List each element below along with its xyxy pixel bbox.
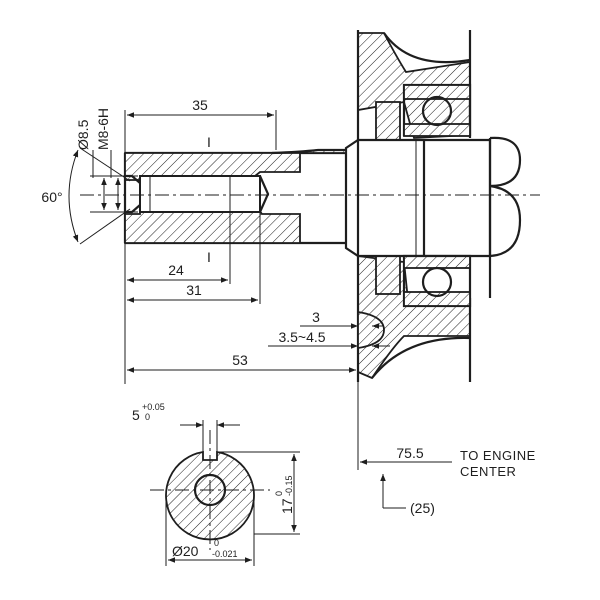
dimension-24: 24	[124, 212, 231, 384]
keyway-tol-upper: 0	[274, 491, 284, 496]
thread-spec-label: M8-6H	[95, 108, 111, 150]
section-marks: I I	[207, 134, 211, 265]
angle-dimension: 60°	[41, 147, 131, 245]
key-tol-lower: 0	[145, 412, 150, 422]
dimension-3-label: 3	[312, 309, 320, 325]
section-mark-bottom: I	[207, 249, 211, 265]
angle-label: 60°	[41, 189, 62, 205]
dimension-31-label: 31	[186, 282, 202, 298]
oil-seal	[375, 101, 401, 295]
thread-callout: Ø8.5 M8-6H	[75, 108, 138, 213]
dimension-range: 3.5~4.5	[268, 329, 390, 349]
dimension-3: 3	[300, 309, 385, 350]
shaft-tol-upper: 0	[214, 538, 219, 548]
dimension-35: 35	[124, 97, 277, 153]
dimension-range-label: 3.5~4.5	[278, 329, 325, 345]
engine-center-text-line2: CENTER	[460, 464, 516, 479]
engine-center-value: 75.5	[396, 445, 423, 461]
keyway-depth-label: 17	[279, 498, 295, 514]
dimension-31: 31	[127, 212, 261, 304]
thread-diameter-label: Ø8.5	[75, 119, 91, 150]
crankshaft-journal	[344, 138, 492, 258]
shaft-cross-section: 5 +0.05 0 17 0 -0.15 Ø20 0 -0.021	[132, 402, 300, 566]
engine-center-callout: 75.5 TO ENGINE CENTER (25)	[357, 382, 536, 516]
output-shaft	[80, 148, 540, 245]
shaft-tol-lower: -0.021	[212, 549, 238, 559]
ball-bearing	[402, 83, 472, 308]
dimension-53-label: 53	[232, 352, 248, 368]
paren-value-label: (25)	[410, 500, 435, 516]
dimension-24-label: 24	[168, 262, 184, 278]
key-tol-upper: +0.05	[142, 402, 165, 412]
shaft-diameter-label: Ø20	[172, 543, 199, 559]
engine-center-text-line1: TO ENGINE	[460, 448, 536, 463]
dimension-53: 53	[127, 352, 356, 373]
section-mark-top: I	[207, 134, 211, 150]
keyway-tol-lower: -0.15	[284, 475, 294, 496]
key-width-label: 5	[132, 407, 140, 423]
dimension-35-label: 35	[192, 97, 208, 113]
